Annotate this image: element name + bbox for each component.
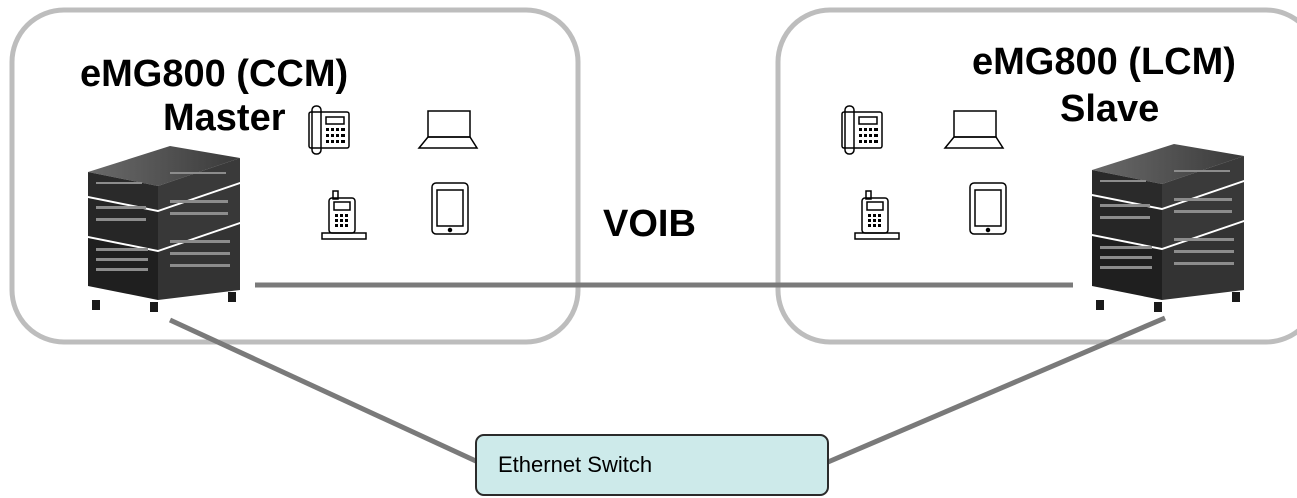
ethernet-switch-label: Ethernet Switch — [498, 452, 653, 477]
master-laptop-icon — [417, 110, 479, 149]
voib-link-label: VOIB — [603, 203, 696, 245]
master-desk-phone-icon — [308, 105, 350, 155]
master-ethernet-line — [168, 317, 480, 465]
slave-role-label: Slave — [1060, 88, 1160, 130]
slave-desk-phone-icon — [841, 105, 883, 155]
master-server-stack-icon — [88, 146, 240, 312]
slave-ethernet-line — [827, 315, 1166, 465]
ethernet-switch-box — [475, 434, 829, 496]
slave-tablet-icon — [969, 182, 1007, 235]
master-model-label: eMG800 (CCM) — [80, 53, 349, 95]
slave-model-label: eMG800 (LCM) — [972, 41, 1236, 83]
slave-server-stack-icon — [1092, 144, 1244, 312]
slave-cordless-phone-icon — [854, 190, 900, 240]
master-cordless-phone-icon — [321, 190, 367, 240]
slave-laptop-icon — [943, 110, 1005, 149]
master-role-label: Master — [163, 97, 286, 139]
master-tablet-icon — [431, 182, 469, 235]
